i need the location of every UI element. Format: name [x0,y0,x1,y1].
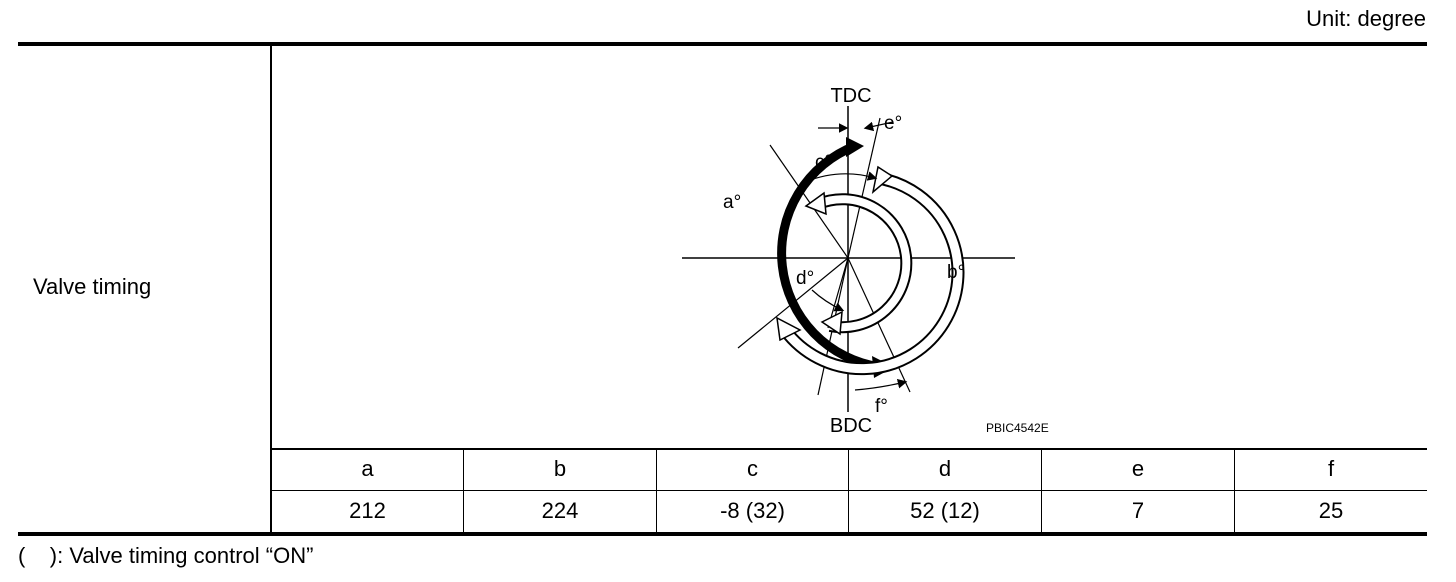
col-divider [1234,449,1235,533]
label-d: d° [796,268,814,289]
header-cell-b: b [553,456,567,481]
value-cell-b: 224 [541,498,579,523]
exhaust-arc-outer-fill [781,173,963,374]
value-cell-c: -8 (32) [720,498,785,523]
angle-arrow-d [811,289,845,312]
angle-arrow-e-right [863,121,894,132]
radial-line-inner [827,257,849,329]
header-cell-e: e [1131,456,1145,481]
unit-label: Unit: degree [1306,6,1426,31]
header-cell-f: f [1327,456,1335,481]
table-bottom-border [18,532,1427,536]
col-divider [656,449,657,533]
value-cell-a: 212 [349,498,386,523]
col-divider [848,449,849,533]
bdc-label: BDC [830,415,872,437]
intake-arc-a [777,141,881,372]
exhaust-arc-outer-head-bottom [776,316,802,342]
header-cell-d: d [938,456,952,481]
exhaust-arc-inner-fill [816,195,911,332]
exhaust-arc-inner-head-bottom [820,310,843,336]
intake-arc-head-top [846,137,864,157]
label-e: e° [884,113,902,134]
exhaust-arc-inner-head [804,191,827,216]
table-top-border [18,42,1427,46]
label-f: f° [875,396,888,417]
angle-arrow-c [804,171,878,183]
valve-timing-diagram: TDC BDC a° b° c° d° e° f° PBIC4542E [272,46,1427,448]
value-cell-d: 52 (12) [910,498,980,523]
label-a: a° [723,192,741,213]
col-divider [1041,449,1042,533]
figure-code: PBIC4542E [986,421,1049,435]
radial-line-e [847,117,881,259]
angle-arrow-f [854,379,908,391]
footnote: ( ): Valve timing control “ON” [18,543,314,568]
label-b: b° [947,262,965,283]
label-c: c° [815,152,832,173]
header-cell-c: c [747,456,758,481]
col-divider [463,449,464,533]
value-cell-e: 7 [1131,498,1145,523]
row-label-valve-timing: Valve timing [33,274,152,299]
radial-line-c [769,144,849,259]
header-cell-a: a [361,456,374,481]
table-left-divider [270,44,272,534]
radial-line-f [847,257,911,393]
value-cell-f: 25 [1318,498,1344,523]
tdc-label: TDC [830,85,871,107]
